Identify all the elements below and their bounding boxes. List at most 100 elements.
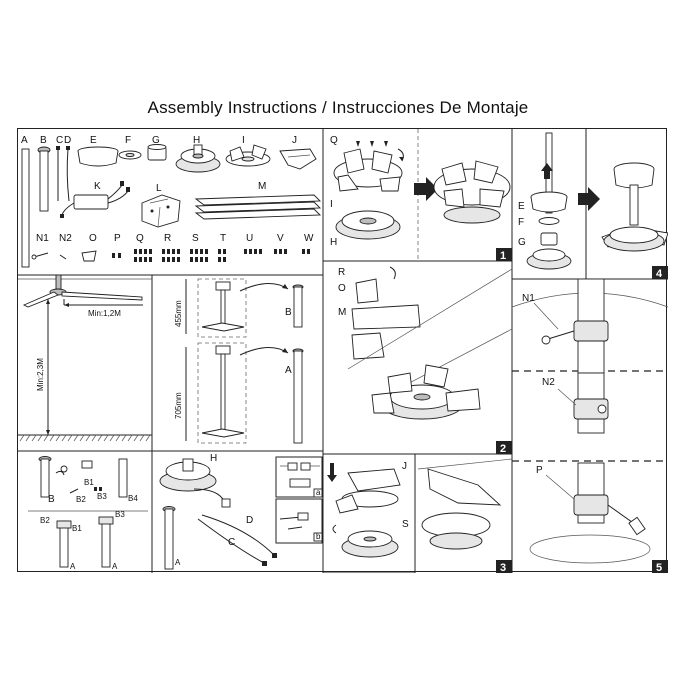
part-label-p: P: [114, 233, 121, 244]
install-dimension-panel: Min:1,2M Min:2,3M: [18, 274, 152, 442]
step2-m-label: M: [338, 307, 346, 318]
part-label-e: E: [90, 135, 97, 146]
screw: [284, 249, 287, 254]
hatch-line: [55, 434, 61, 442]
step1-number: 1: [500, 250, 506, 262]
step2-number: 2: [500, 443, 506, 455]
part-label-g: G: [152, 135, 160, 146]
downrod-b: [293, 286, 303, 328]
rod-b1-label: B1: [84, 478, 94, 487]
part-label-l: L: [156, 183, 162, 194]
step5-p-label: P: [536, 465, 543, 476]
part-label-k: K: [94, 181, 101, 192]
parts-panel: A B C D E F G H I J: [21, 135, 322, 268]
fan-blades: [194, 194, 322, 220]
wiring-c-label: C: [228, 537, 235, 548]
hatch-line: [67, 434, 73, 442]
rod-a-label-2: A: [112, 562, 118, 571]
screw: [162, 249, 165, 254]
wiring-panel: H A D C a b: [159, 453, 323, 570]
step4-arrow: [578, 187, 600, 211]
motor-housing: [175, 144, 221, 173]
min-floor-distance: Min:2,3M: [36, 358, 45, 391]
rod-b2-label-2: B2: [40, 516, 50, 525]
instruction-drawing: A B C D E F G H I J: [18, 129, 668, 573]
hardware-pins: [31, 250, 121, 262]
screw: [177, 257, 180, 262]
wiring-h-label: H: [210, 453, 217, 464]
step4-f-label: F: [518, 217, 524, 228]
part-label-u: U: [246, 233, 253, 244]
screw: [177, 249, 180, 254]
step1-q-label: Q: [330, 135, 338, 146]
min-ceiling-distance: Min:1,2M: [88, 309, 121, 318]
hatch-line: [43, 434, 49, 442]
rod-b3-label-2: B3: [115, 510, 125, 519]
step5-n2-label: N2: [542, 377, 555, 388]
hatch-line: [97, 434, 103, 442]
rod-b1-label-2: B1: [72, 524, 82, 533]
screw: [172, 249, 175, 254]
part-label-q: Q: [136, 233, 144, 244]
screw: [200, 257, 203, 262]
part-label-n2: N2: [59, 233, 72, 244]
page-title: Assembly Instructions / Instrucciones De…: [147, 98, 529, 117]
mounting-bracket: [141, 194, 181, 228]
screw: [172, 257, 175, 262]
step5-n1-label: N1: [522, 293, 535, 304]
screw: [200, 249, 203, 254]
screw: [149, 249, 152, 254]
part-label-i: I: [242, 135, 245, 146]
step2-o-label: O: [338, 283, 346, 294]
hatch-line: [139, 434, 145, 442]
hatch-line: [103, 434, 109, 442]
screw: [249, 249, 252, 254]
wiring-a-label: A: [175, 558, 181, 567]
hatch-line: [19, 434, 25, 442]
part-label-s: S: [192, 233, 199, 244]
rod-b4-label: B4: [128, 494, 138, 503]
rod-assembly-panel: B B1 B2 B3 B4 B2 B1 A B3 A: [38, 456, 138, 571]
rod-b3-label: B3: [97, 492, 107, 501]
screw: [218, 249, 221, 254]
hatch-line: [31, 434, 37, 442]
screw: [254, 249, 257, 254]
downrod-a-label: A: [285, 365, 292, 376]
part-label-n1: N1: [36, 233, 49, 244]
part-label-b: B: [40, 135, 47, 146]
screw: [205, 249, 208, 254]
step1-arrow: [414, 177, 438, 201]
hatch-line: [115, 434, 121, 442]
part-label-c: C: [56, 135, 63, 146]
part-label-t: T: [220, 233, 226, 244]
part-label-d: D: [64, 135, 71, 146]
short-downrod-length: 455mm: [174, 300, 183, 327]
step-5-panel: N1 N2 P 5: [511, 278, 668, 573]
screw: [218, 257, 221, 262]
instruction-sheet: A B C D E F G H I J: [17, 128, 668, 573]
step4-e-label: E: [518, 201, 525, 212]
screw: [139, 257, 142, 262]
wire-d: [66, 148, 70, 202]
part-label-o: O: [89, 233, 97, 244]
screw: [144, 257, 147, 262]
step4-g-label: G: [518, 237, 526, 248]
part-label-a: A: [21, 135, 28, 146]
screw: [223, 249, 226, 254]
hatch-line: [127, 434, 133, 442]
step4-number: 4: [656, 268, 663, 280]
part-label-r: R: [164, 233, 171, 244]
screw: [190, 249, 193, 254]
part-label-f: F: [125, 135, 131, 146]
screw: [162, 257, 165, 262]
screw: [307, 249, 310, 254]
screw: [259, 249, 262, 254]
part-label-j: J: [292, 135, 297, 146]
long-downrod-length: 705mm: [174, 392, 183, 419]
hatch-line: [73, 434, 79, 442]
hatch-line: [109, 434, 115, 442]
blade-arm: [279, 148, 317, 170]
hatch-line: [133, 434, 139, 442]
screw: [274, 249, 277, 254]
hatch-line: [85, 434, 91, 442]
